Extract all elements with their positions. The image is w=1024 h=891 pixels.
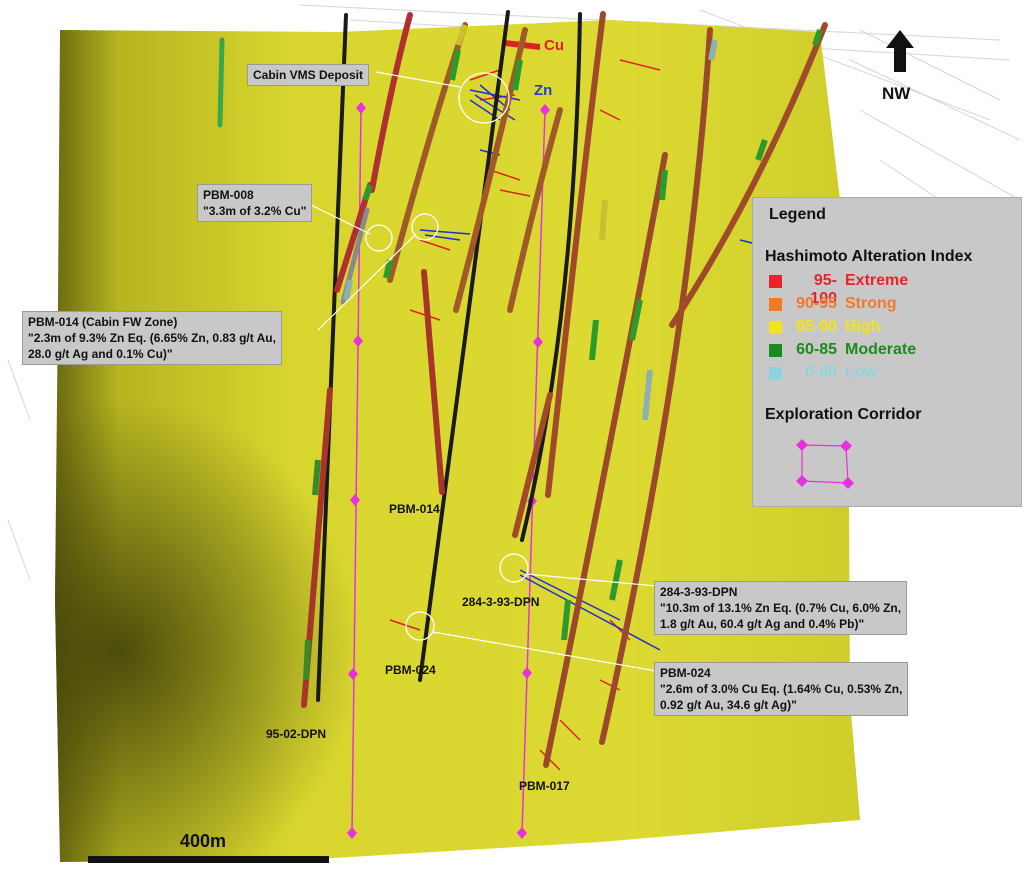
callout-text: "3.3m of 3.2% Cu" bbox=[203, 204, 307, 218]
north-arrow-icon bbox=[886, 30, 914, 72]
legend-class: Strong bbox=[845, 295, 897, 312]
legend: Legend Hashimoto Alteration Index 95-100… bbox=[752, 197, 1022, 507]
legend-swatch bbox=[769, 321, 782, 334]
drillhole-PBM-014 bbox=[421, 269, 445, 495]
hole-label-pbm-017: PBM-017 bbox=[519, 779, 570, 793]
drillholes bbox=[217, 10, 828, 768]
callout-text: "2.3m of 9.3% Zn Eq. (6.65% Zn, 0.83 g/t… bbox=[28, 331, 276, 361]
callout-pbm-008: PBM-008 "3.3m of 3.2% Cu" bbox=[197, 184, 313, 222]
cu-label: Cu bbox=[544, 37, 564, 54]
north-label: NW bbox=[882, 84, 911, 103]
drillhole-PBM-017 bbox=[543, 152, 668, 768]
legend-class: Extreme bbox=[845, 272, 909, 289]
legend-class: Moderate bbox=[845, 341, 917, 358]
callout-title: PBM-024 bbox=[660, 666, 711, 680]
legend-range: 0-60 bbox=[804, 364, 837, 381]
legend-corridor-title: Exploration Corridor bbox=[765, 406, 922, 423]
legend-swatch bbox=[769, 275, 782, 288]
drillhole-black-1 bbox=[316, 13, 348, 702]
surface-shadow bbox=[55, 20, 860, 862]
callout-text: "2.6m of 3.0% Cu Eq. (1.64% Cu, 0.53% Zn… bbox=[660, 682, 903, 712]
callout-text: "10.3m of 13.1% Zn Eq. (0.7% Cu, 6.0% Zn… bbox=[660, 601, 902, 631]
hole-label-95-02-dpn: 95-02-DPN bbox=[266, 727, 327, 741]
hole-label-284-3-93-dpn: 284-3-93-DPN bbox=[462, 595, 540, 609]
hole-label-pbm-024: PBM-024 bbox=[385, 663, 436, 677]
legend-range: 95-100 bbox=[810, 272, 837, 307]
drillhole-mid-1 bbox=[545, 11, 606, 498]
legend-swatch bbox=[769, 298, 782, 311]
legend-subtitle: Hashimoto Alteration Index bbox=[765, 248, 973, 265]
callout-pbm-014: PBM-014 (Cabin FW Zone) "2.3m of 9.3% Zn… bbox=[22, 311, 282, 365]
zn-label: Zn bbox=[534, 82, 553, 99]
scale-label: 400m bbox=[180, 831, 227, 851]
drillhole-284 bbox=[512, 392, 553, 538]
drillhole-black-3 bbox=[520, 12, 582, 542]
legend-swatch bbox=[769, 344, 782, 357]
drillhole-mid-2 bbox=[507, 107, 563, 313]
callout-title: PBM-014 (Cabin FW Zone) bbox=[28, 315, 178, 329]
drillhole-east-2 bbox=[669, 22, 828, 328]
drillhole-green-stub bbox=[217, 37, 225, 128]
legend-range: 60-85 bbox=[796, 341, 837, 358]
callout-title: PBM-008 bbox=[203, 188, 254, 202]
scale-bar bbox=[88, 856, 329, 863]
drillhole-west-1 bbox=[369, 12, 413, 193]
callout-pbm-024: PBM-024 "2.6m of 3.0% Cu Eq. (1.64% Cu, … bbox=[654, 662, 909, 716]
drillhole-east-1 bbox=[599, 27, 713, 745]
deposit-label: Cabin VMS Deposit bbox=[247, 64, 370, 86]
legend-class: High bbox=[845, 318, 881, 335]
callout-title: 284-3-93-DPN bbox=[660, 585, 738, 599]
legend-range: 90-95 bbox=[796, 295, 837, 312]
alteration-segments bbox=[303, 24, 823, 681]
hole-label-pbm-014: PBM-014 bbox=[389, 502, 440, 516]
legend-class: Low bbox=[845, 364, 877, 381]
legend-swatch bbox=[769, 367, 782, 380]
legend-title: Legend bbox=[769, 206, 826, 223]
leader-lines bbox=[310, 71, 657, 672]
intercept-circles bbox=[365, 72, 529, 641]
drillhole-black-2 bbox=[418, 10, 510, 682]
drillhole-west-2 bbox=[334, 182, 373, 293]
legend-range: 85-90 bbox=[796, 318, 837, 335]
legend-corridor-symbol bbox=[796, 439, 854, 489]
callout-284-3-93-dpn: 284-3-93-DPN "10.3m of 13.1% Zn Eq. (0.7… bbox=[654, 581, 908, 635]
